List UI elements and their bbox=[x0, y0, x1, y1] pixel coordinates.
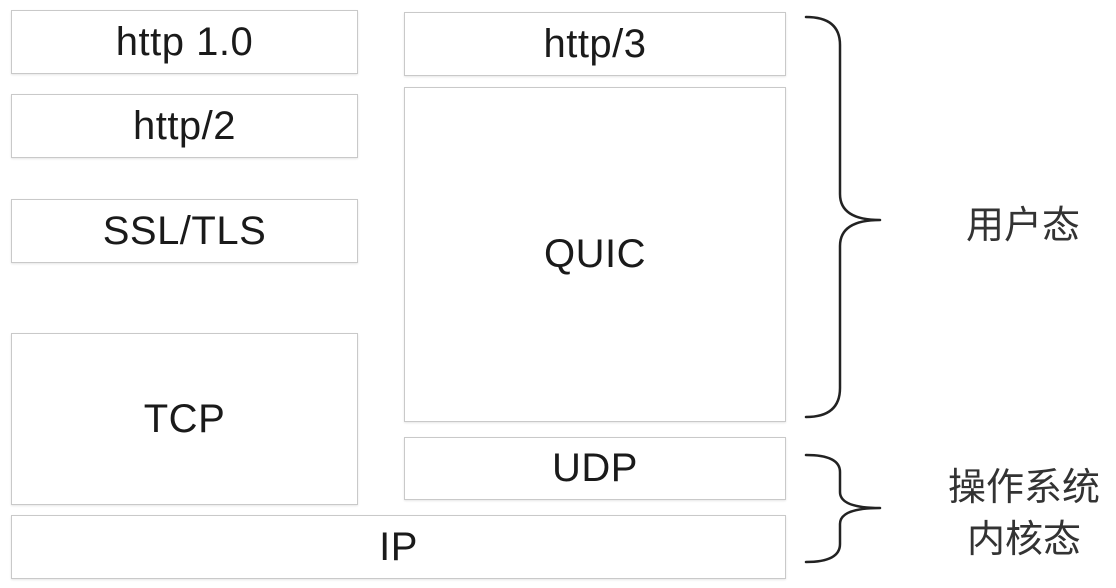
layer-ip: IP bbox=[11, 515, 786, 579]
layer-http-1-0: http 1.0 bbox=[11, 10, 358, 74]
user-space-label: 用户态 bbox=[965, 203, 1080, 247]
layer-udp: UDP bbox=[404, 437, 786, 500]
kernel-space-label-line1: 操作系统 bbox=[947, 465, 1100, 509]
kernel-space-label-line2: 内核态 bbox=[966, 517, 1081, 561]
layer-tcp: TCP bbox=[11, 333, 358, 505]
user-space-brace bbox=[804, 15, 882, 419]
kernel-space-brace bbox=[804, 453, 882, 564]
layer-ssl-tls: SSL/TLS bbox=[11, 199, 358, 263]
layer-http-2: http/2 bbox=[11, 94, 358, 158]
layer-quic: QUIC bbox=[404, 87, 786, 422]
layer-http-3: http/3 bbox=[404, 12, 786, 76]
